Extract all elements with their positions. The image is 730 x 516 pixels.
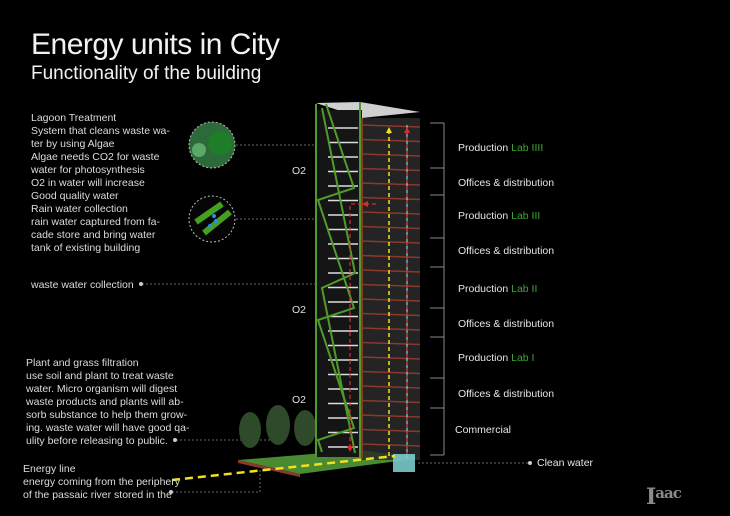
floor-label: Production Lab I [458, 352, 534, 364]
lab-name: Lab IIII [511, 142, 544, 154]
floor-label: Commercial [455, 424, 511, 436]
page-subtitle: Functionality of the building [31, 63, 262, 84]
floor-use: Production [458, 283, 512, 295]
o2-label: O2 [292, 165, 307, 177]
energy-line [171, 454, 396, 482]
floor-use: Offices & distribution [458, 177, 555, 189]
o2-label: O2 [292, 304, 307, 316]
plant-filtration-note: Plant and grass filtration use soil and … [26, 357, 190, 447]
floor-label: Offices & distribution [458, 318, 554, 330]
algae-image-icon [188, 121, 236, 169]
floor-label: Production Lab II [458, 283, 537, 295]
trees [239, 405, 316, 448]
page-title: Energy units in City [31, 28, 280, 61]
floor-use: Offices & distribution [458, 388, 555, 400]
floor-use: Offices & distribution [458, 245, 555, 257]
floor-use: Commercial [455, 424, 512, 436]
iaac-logo: Iaac [646, 484, 682, 510]
floor-use: Offices & distribution [458, 318, 555, 330]
waste-water-note: waste water collection [31, 279, 134, 291]
floor-brackets [430, 122, 445, 456]
rain-pipe-image-icon [188, 195, 236, 243]
floor-use: Production [458, 352, 512, 364]
floor-label: Offices & distribution [458, 245, 554, 257]
floor-label: Offices & distribution [458, 177, 554, 189]
o2-label: O2 [292, 394, 307, 406]
lab-name: Lab III [511, 210, 541, 222]
floor-use: Production [458, 210, 512, 222]
floor-label: Production Lab III [458, 210, 540, 222]
tower [315, 102, 421, 472]
clean-water-label: Clean water [537, 457, 594, 469]
floor-label: Offices & distribution [458, 388, 554, 400]
leader-dots [139, 282, 532, 494]
floor-use: Production [458, 142, 512, 154]
floor-label: Production Lab IIII [458, 142, 543, 154]
lab-name: Lab I [511, 352, 535, 364]
lab-name: Lab II [511, 283, 538, 295]
